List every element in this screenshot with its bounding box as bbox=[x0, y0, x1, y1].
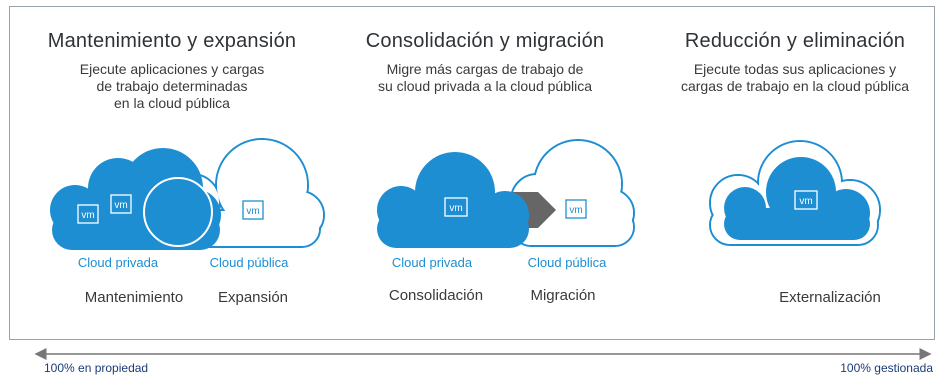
svg-text:vm: vm bbox=[569, 205, 582, 216]
svg-text:vm: vm bbox=[246, 206, 259, 217]
cloud-label-public: Cloud pública bbox=[528, 255, 608, 270]
column-description: Ejecute aplicaciones y cargas de trabajo… bbox=[79, 61, 265, 111]
column-maintain-expand: Mantenimiento y expansión Ejecute aplica… bbox=[22, 30, 322, 112]
svg-text:vm: vm bbox=[81, 210, 94, 221]
outsourced-cloud-icon bbox=[724, 157, 870, 240]
vm-icon bbox=[110, 194, 132, 214]
vm-icon bbox=[444, 197, 468, 217]
svg-text:vm: vm bbox=[114, 200, 127, 211]
private-cloud-icon bbox=[50, 148, 221, 250]
caption-consolidation: Consolidación bbox=[389, 287, 483, 304]
cloud-label-private: Cloud privada bbox=[78, 255, 159, 270]
svg-text:vm: vm bbox=[449, 203, 462, 214]
caption-migration: Migración bbox=[530, 287, 595, 304]
overlap-outline bbox=[143, 177, 213, 247]
vm-icon bbox=[794, 190, 818, 210]
axis-label-owned: 100% en propiedad bbox=[44, 361, 149, 375]
column-reduce-eliminate: Reducción y eliminación Ejecute todas su… bbox=[660, 30, 930, 95]
vm-icon bbox=[242, 200, 264, 220]
column-title: Mantenimiento y expansión bbox=[47, 30, 297, 52]
column-consolidate-migrate: Consolidación y migración Migre más carg… bbox=[340, 30, 630, 95]
cloud-label-public: Cloud pública bbox=[210, 255, 290, 270]
caption-expansion: Expansión bbox=[218, 289, 288, 306]
column-description: Migre más cargas de trabajo de su cloud … bbox=[377, 61, 593, 94]
vm-icon bbox=[565, 199, 587, 219]
cloud-label-private: Cloud privada bbox=[392, 255, 473, 270]
caption-outsourcing: Externalización bbox=[779, 289, 881, 306]
column-title: Reducción y eliminación bbox=[684, 30, 906, 52]
diagram-frame bbox=[9, 6, 935, 340]
column-title: Consolidación y migración bbox=[365, 30, 605, 52]
column-description: Ejecute todas sus aplicaciones y cargas … bbox=[680, 61, 910, 94]
caption-maintenance: Mantenimiento bbox=[85, 289, 183, 306]
svg-text:vm: vm bbox=[799, 196, 812, 207]
axis-label-managed: 100% gestionada bbox=[840, 361, 933, 375]
vm-icon bbox=[77, 204, 99, 224]
private-cloud-icon bbox=[377, 152, 529, 248]
